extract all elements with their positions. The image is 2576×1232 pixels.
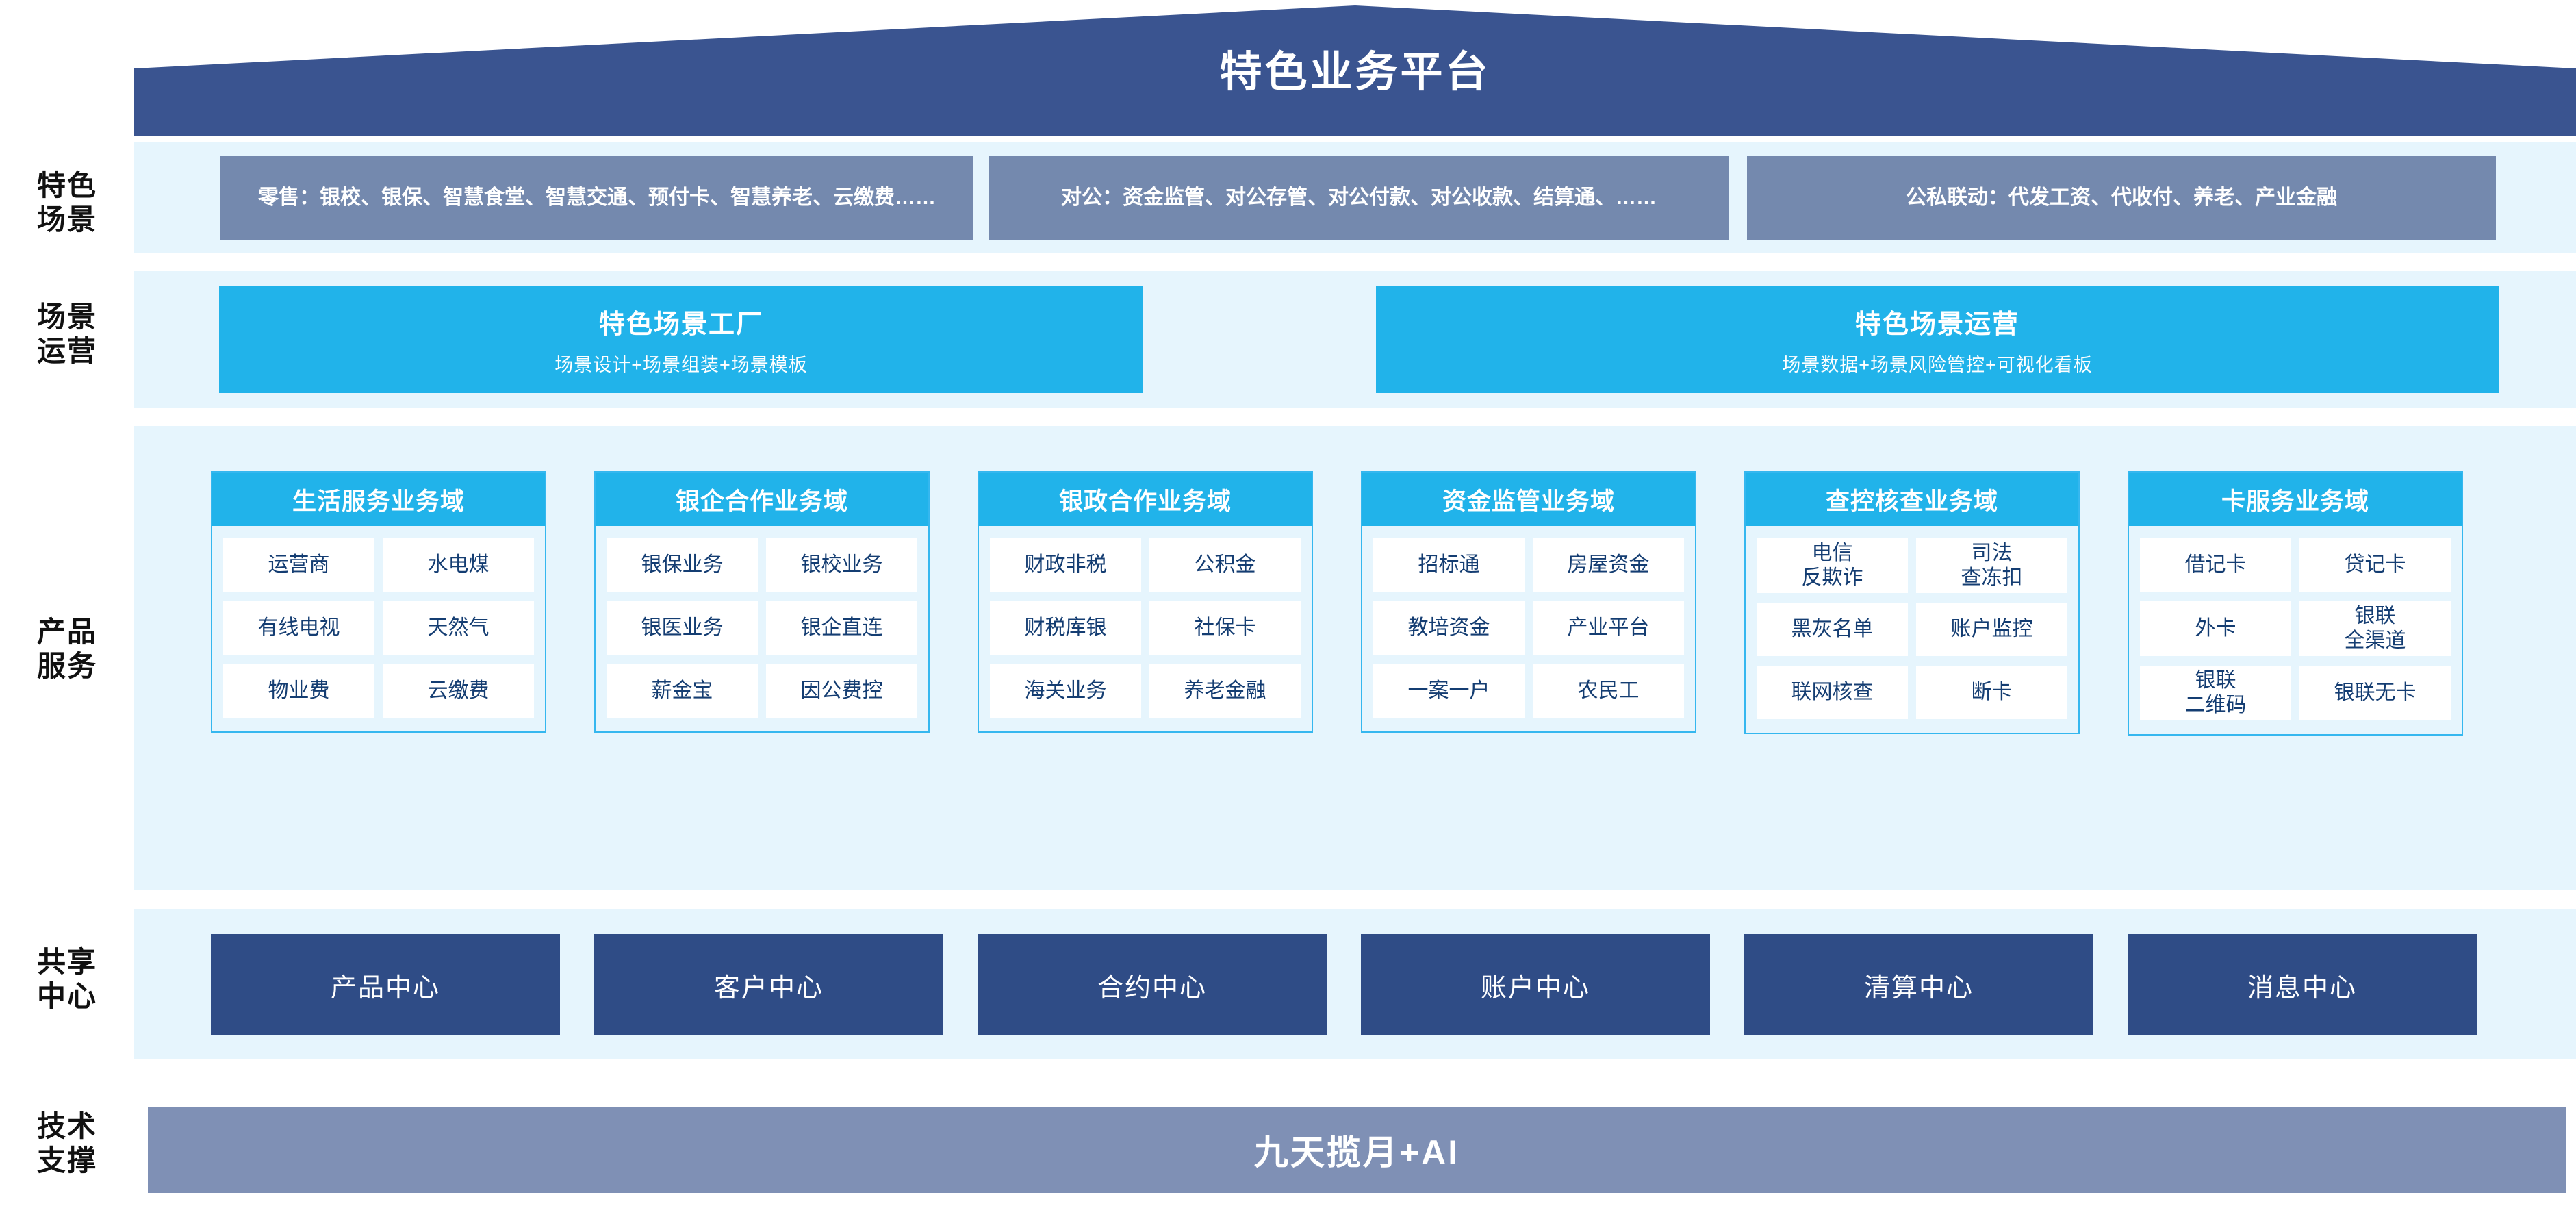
domain-cell[interactable]: 教培资金	[1373, 601, 1525, 655]
shared-center-product[interactable]: 产品中心	[211, 934, 560, 1035]
operation-subtitle-scene-factory: 场景设计+场景组装+场景模板	[554, 355, 808, 375]
domain-grid-investigation-control: 电信 反欺诈 司法 查冻扣 黑灰名单 账户监控 联网核查 断卡	[1746, 526, 2078, 733]
roof-shape	[134, 5, 2576, 136]
domain-cell[interactable]: 财政非税	[990, 538, 1141, 592]
domain-cell[interactable]: 银保业务	[607, 538, 758, 592]
operation-title-scene-operation: 特色场景运营	[1854, 310, 2019, 339]
row-label-product: 产品 服务	[12, 615, 122, 683]
operation-box-scene-factory[interactable]: 特色场景工厂 场景设计+场景组装+场景模板	[219, 286, 1143, 393]
domain-cell[interactable]: 银联无卡	[2299, 666, 2451, 720]
domain-cell[interactable]: 借记卡	[2140, 538, 2291, 592]
domain-cell[interactable]: 房屋资金	[1533, 538, 1684, 592]
row-label-tech-line1: 技术	[36, 1110, 97, 1142]
domain-grid-bank-enterprise: 银保业务 银校业务 银医业务 银企直连 薪金宝 因公费控	[596, 526, 928, 731]
shared-center-customer[interactable]: 客户中心	[594, 934, 943, 1035]
scenario-box-linkage[interactable]: 公私联动：代发工资、代收付、养老、产业金融	[1747, 156, 2496, 240]
domain-cell[interactable]: 天然气	[383, 601, 534, 655]
domain-title-fund-supervision: 资金监管业务域	[1362, 473, 1695, 526]
row-label-tech: 技术 支撑	[12, 1109, 122, 1177]
domain-column-life-service[interactable]: 生活服务业务域 运营商 水电煤 有线电视 天然气 物业费 云缴费	[211, 471, 546, 733]
scenario-box-retail[interactable]: 零售：银校、银保、智慧食堂、智慧交通、预付卡、智慧养老、云缴费……	[220, 156, 973, 240]
domain-cell[interactable]: 银联 二维码	[2140, 666, 2291, 720]
domain-cell[interactable]: 薪金宝	[607, 664, 758, 718]
domain-column-fund-supervision[interactable]: 资金监管业务域 招标通 房屋资金 教培资金 产业平台 一案一户 农民工	[1361, 471, 1696, 733]
domain-cell[interactable]: 联网核查	[1757, 666, 1908, 719]
shared-center-account[interactable]: 账户中心	[1361, 934, 1710, 1035]
row-label-shared-line2: 中心	[36, 979, 97, 1012]
domain-cell[interactable]: 因公费控	[766, 664, 917, 718]
row-label-scenario-line2: 场景	[36, 203, 97, 236]
domain-cell[interactable]: 运营商	[223, 538, 374, 592]
domain-cell[interactable]: 司法 查冻扣	[1916, 538, 2067, 593]
scenario-box-corporate[interactable]: 对公：资金监管、对公存管、对公付款、对公收款、结算通、……	[989, 156, 1729, 240]
domain-cell[interactable]: 物业费	[223, 664, 374, 718]
row-label-shared: 共享 中心	[12, 945, 122, 1013]
operation-title-scene-factory: 特色场景工厂	[598, 310, 763, 339]
domain-cell[interactable]: 公积金	[1149, 538, 1301, 592]
row-label-product-line2: 服务	[36, 649, 97, 682]
domain-cell[interactable]: 黑灰名单	[1757, 603, 1908, 656]
domain-cell[interactable]: 招标通	[1373, 538, 1525, 592]
page-title: 特色业务平台	[1219, 49, 1491, 96]
domain-grid-bank-government: 财政非税 公积金 财税库银 社保卡 海关业务 养老金融	[979, 526, 1312, 731]
domain-column-bank-enterprise[interactable]: 银企合作业务域 银保业务 银校业务 银医业务 银企直连 薪金宝 因公费控	[594, 471, 930, 733]
tech-support-bar[interactable]: 九天揽月+AI	[148, 1107, 2566, 1193]
domain-cell[interactable]: 云缴费	[383, 664, 534, 718]
row-label-operation-line2: 运营	[36, 334, 97, 367]
shared-center-clearing[interactable]: 清算中心	[1744, 934, 2093, 1035]
domain-cell[interactable]: 银医业务	[607, 601, 758, 655]
row-label-shared-line1: 共享	[36, 946, 97, 978]
domain-cell[interactable]: 有线电视	[223, 601, 374, 655]
row-label-scenario-line1: 特色	[36, 169, 97, 201]
shared-center-contract[interactable]: 合约中心	[978, 934, 1327, 1035]
row-label-operation: 场景 运营	[12, 300, 122, 368]
domain-column-bank-government[interactable]: 银政合作业务域 财政非税 公积金 财税库银 社保卡 海关业务 养老金融	[978, 471, 1313, 733]
domain-cell[interactable]: 外卡	[2140, 601, 2291, 656]
shared-center-message[interactable]: 消息中心	[2128, 934, 2477, 1035]
domain-cell[interactable]: 银企直连	[766, 601, 917, 655]
domain-title-card-service: 卡服务业务域	[2129, 473, 2462, 526]
domain-grid-card-service: 借记卡 贷记卡 外卡 银联 全渠道 银联 二维码 银联无卡	[2129, 526, 2462, 734]
row-label-product-line1: 产品	[36, 616, 97, 648]
domain-grid-life-service: 运营商 水电煤 有线电视 天然气 物业费 云缴费	[212, 526, 545, 731]
domain-cell[interactable]: 电信 反欺诈	[1757, 538, 1908, 593]
domain-cell[interactable]: 产业平台	[1533, 601, 1684, 655]
domain-cell[interactable]: 断卡	[1916, 666, 2067, 719]
domain-cell[interactable]: 银校业务	[766, 538, 917, 592]
domain-cell[interactable]: 海关业务	[990, 664, 1141, 718]
domain-cell[interactable]: 社保卡	[1149, 601, 1301, 655]
domain-cell[interactable]: 账户监控	[1916, 603, 2067, 656]
domain-column-investigation-control[interactable]: 查控核查业务域 电信 反欺诈 司法 查冻扣 黑灰名单 账户监控 联网核查 断卡	[1744, 471, 2080, 734]
domain-title-investigation-control: 查控核查业务域	[1746, 473, 2078, 526]
domain-column-card-service[interactable]: 卡服务业务域 借记卡 贷记卡 外卡 银联 全渠道 银联 二维码 银联无卡	[2128, 471, 2463, 736]
operation-box-scene-operation[interactable]: 特色场景运营 场景数据+场景风险管控+可视化看板	[1376, 286, 2499, 393]
row-label-scenario: 特色 场景	[12, 168, 122, 236]
domain-cell[interactable]: 财税库银	[990, 601, 1141, 655]
domain-cell[interactable]: 一案一户	[1373, 664, 1525, 718]
domain-grid-fund-supervision: 招标通 房屋资金 教培资金 产业平台 一案一户 农民工	[1362, 526, 1695, 731]
operation-subtitle-scene-operation: 场景数据+场景风险管控+可视化看板	[1782, 355, 2093, 375]
domain-cell[interactable]: 养老金融	[1149, 664, 1301, 718]
domain-title-bank-government: 银政合作业务域	[979, 473, 1312, 526]
domain-cell[interactable]: 水电煤	[383, 538, 534, 592]
row-label-tech-line2: 支撑	[36, 1144, 97, 1177]
domain-cell[interactable]: 农民工	[1533, 664, 1684, 718]
row-label-operation-line1: 场景	[36, 301, 97, 333]
domain-title-life-service: 生活服务业务域	[212, 473, 545, 526]
domain-title-bank-enterprise: 银企合作业务域	[596, 473, 928, 526]
platform-roof: 特色业务平台	[134, 5, 2576, 136]
domain-cell[interactable]: 贷记卡	[2299, 538, 2451, 592]
domain-cell[interactable]: 银联 全渠道	[2299, 601, 2451, 656]
